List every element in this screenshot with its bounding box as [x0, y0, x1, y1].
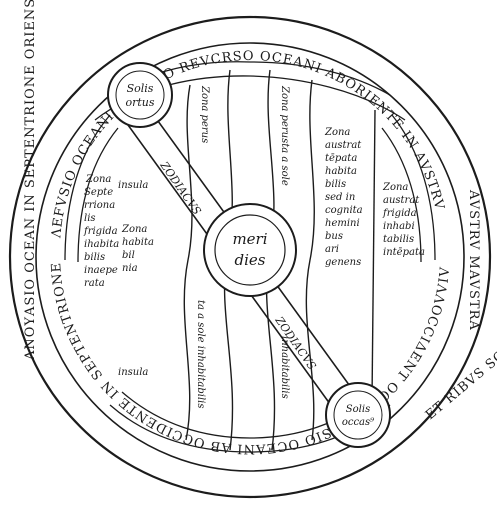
zone-temperate-south: Zona austrat tēpata habita bilis sed in …: [324, 127, 363, 268]
svg-text:tēpata: tēpata: [325, 153, 357, 164]
meridies-label-1: meri: [232, 230, 267, 248]
svg-text:habita: habita: [325, 166, 357, 177]
meridies-label-2: dies: [235, 251, 266, 269]
zodiac-label-lower: ZODIACVS: [272, 313, 319, 372]
zone-temperate-north: Zona habita bil nia: [121, 224, 154, 274]
svg-text:bil: bil: [122, 250, 135, 261]
zona-perusta-label: Zona perus: [199, 85, 210, 143]
insula-bottom-label: insula: [118, 367, 148, 378]
zodiac-label-upper: ZODIACVS: [157, 158, 204, 217]
svg-text:rata: rata: [84, 278, 105, 289]
outer-ring: [8, 15, 492, 499]
svg-text:rriona: rriona: [84, 200, 115, 211]
svg-text:Zona: Zona: [121, 224, 147, 235]
solis-ortus-label-1: Solis: [127, 82, 154, 95]
meridies-medallion: meri dies: [203, 203, 297, 297]
svg-text:Septe: Septe: [84, 187, 113, 198]
zone-cold-south: Zona austrat frigida inhabi tabilis intē…: [382, 182, 425, 258]
svg-text:sed in: sed in: [325, 192, 355, 203]
inner-ring: [35, 42, 465, 472]
a-sole-inhabitabilis-label: ta a sole inhabitabilis: [195, 300, 206, 409]
svg-text:inaepe: inaepe: [84, 265, 118, 276]
svg-text:austrat: austrat: [383, 195, 420, 206]
svg-text:Zona: Zona: [85, 174, 111, 185]
svg-text:lis: lis: [84, 213, 96, 224]
rim-inscription-left: ΛΝΟΥΑSΙΟ OCEAN ΙΝ SEPTENTRIONE ORIENS: [23, 0, 38, 361]
svg-text:Zona: Zona: [324, 127, 350, 138]
insula-top-label: insula: [118, 180, 148, 191]
svg-text:ari: ari: [325, 244, 339, 255]
solis-occasus-label-1: Solis: [346, 404, 370, 415]
solis-occasus-medallion: Solis occas⁹: [325, 382, 391, 448]
svg-text:intēpata: intēpata: [383, 247, 425, 258]
svg-text:genens: genens: [325, 257, 361, 268]
svg-text:nia: nia: [122, 263, 138, 274]
svg-text:cognita: cognita: [325, 205, 363, 216]
svg-text:tabilis: tabilis: [383, 234, 414, 245]
svg-text:habita: habita: [122, 237, 154, 248]
svg-text:hemini: hemini: [325, 218, 360, 229]
svg-text:frigida: frigida: [382, 208, 417, 219]
solis-ortus-label-2: ortus: [125, 96, 154, 109]
svg-text:Zona: Zona: [382, 182, 408, 193]
svg-text:bus: bus: [325, 231, 343, 242]
svg-text:bilis: bilis: [325, 179, 346, 190]
inhabitabilis-lower-label: inhabitabilis: [279, 336, 290, 399]
zone-cold-north: Zona Septe rriona lis frigida ihabita bi…: [83, 174, 119, 289]
solis-occasus-label-2: occas⁹: [342, 417, 374, 428]
svg-text:austrat: austrat: [325, 140, 362, 151]
zona-perusta-right-label: Zona perusta a sole: [279, 85, 290, 186]
svg-text:frigida: frigida: [83, 226, 118, 237]
svg-text:ihabita: ihabita: [84, 239, 119, 250]
svg-text:inhabi: inhabi: [383, 221, 415, 232]
rim-inscription-right: AVSTRV MAVSTRA: [466, 189, 481, 331]
solis-ortus-medallion: Solis ortus: [107, 62, 173, 128]
svg-text:bilis: bilis: [84, 252, 105, 263]
